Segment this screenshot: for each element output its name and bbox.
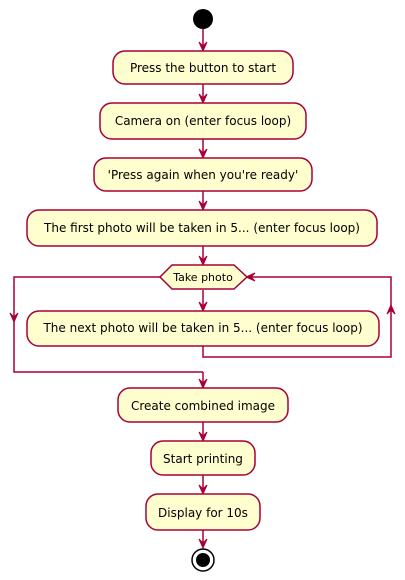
node-press-start-label: Press the button to start <box>130 61 276 75</box>
node-combine: Create combined image <box>117 387 289 423</box>
node-camera-on-label: Camera on (enter focus loop) <box>115 114 291 128</box>
node-press-start: Press the button to start <box>112 50 294 85</box>
node-press-again-label: 'Press again when you're ready' <box>108 168 299 182</box>
node-display-label: Display for 10s <box>158 506 248 520</box>
end-node <box>191 548 215 572</box>
decision-take-photo-label: Take photo <box>172 271 233 284</box>
node-display: Display for 10s <box>145 493 261 531</box>
node-printing: Start printing <box>150 440 256 476</box>
node-next-photo: The next photo will be taken in 5... (en… <box>26 310 380 347</box>
node-camera-on: Camera on (enter focus loop) <box>99 102 307 140</box>
node-printing-label: Start printing <box>163 452 243 466</box>
node-next-photo-label: The next photo will be taken in 5... (en… <box>42 321 362 335</box>
node-press-again: 'Press again when you're ready' <box>93 157 313 192</box>
node-first-photo-label: The first photo will be taken in 5... (e… <box>43 221 360 235</box>
start-node <box>193 9 213 29</box>
edges <box>9 29 396 550</box>
node-combine-label: Create combined image <box>131 399 275 413</box>
decision-take-photo: Take photo <box>158 264 249 290</box>
node-first-photo: The first photo will be taken in 5... (e… <box>26 209 378 247</box>
